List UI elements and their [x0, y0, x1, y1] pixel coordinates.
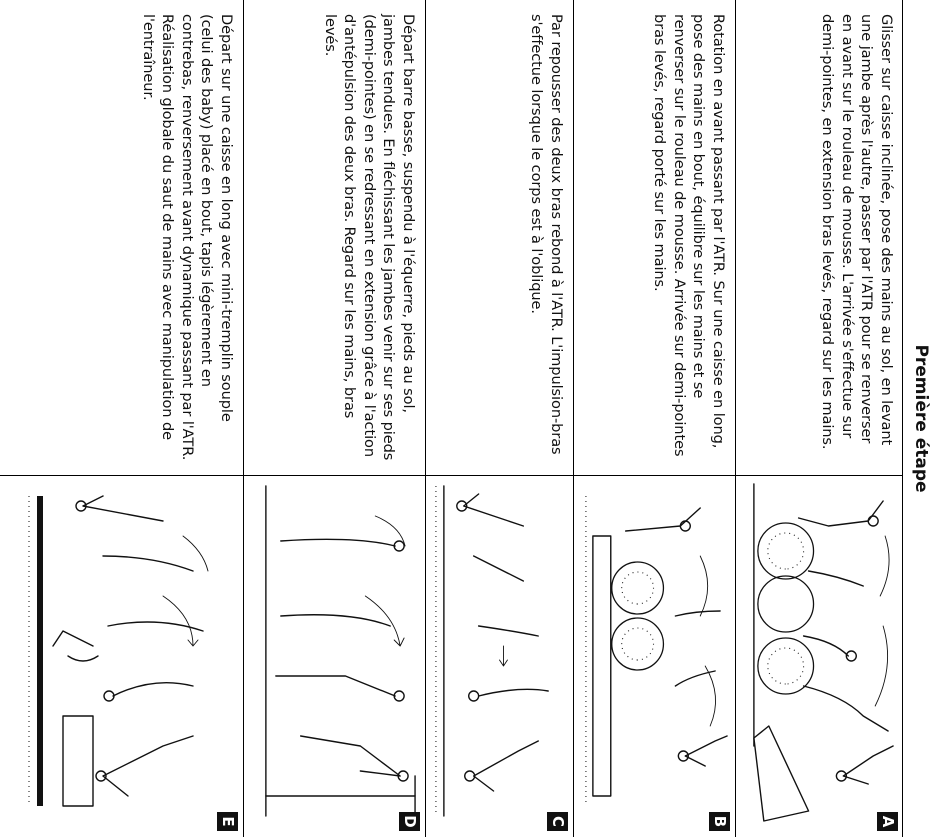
step-e-description: Départ sur une caisse en long avec mini-…: [0, 0, 243, 476]
step-b-label: B: [709, 812, 730, 831]
step-e-illustration: E: [0, 476, 243, 837]
step-d-label: D: [399, 812, 420, 831]
step-b-description: Rotation en avant passant par l'ATR. Sur…: [574, 0, 735, 476]
step-e-label: E: [217, 812, 238, 831]
steps-table: Glisser sur caisse inclinée, pose des ma…: [0, 0, 903, 837]
step-row-d: Départ barre basse, suspendu à l'équerre…: [243, 0, 425, 837]
step-b-drawing: [574, 476, 735, 837]
step-d-description: Départ barre basse, suspendu à l'équerre…: [244, 0, 425, 476]
step-a-illustration: A: [736, 476, 903, 837]
step-d-drawing: [244, 476, 425, 837]
step-a-drawing: [736, 476, 903, 837]
step-row-e: Départ sur une caisse en long avec mini-…: [0, 0, 243, 837]
page-title: Première étape: [902, 0, 935, 837]
step-e-drawing: [0, 476, 243, 837]
step-row-c: Par repousser des deux bras rebond à l'A…: [425, 0, 573, 837]
step-row-a: Glisser sur caisse inclinée, pose des ma…: [735, 0, 903, 837]
step-b-illustration: B: [574, 476, 735, 837]
step-d-illustration: D: [244, 476, 425, 837]
step-a-label: A: [877, 812, 898, 831]
step-c-illustration: C: [426, 476, 573, 837]
step-c-description: Par repousser des deux bras rebond à l'A…: [426, 0, 573, 476]
step-row-b: Rotation en avant passant par l'ATR. Sur…: [573, 0, 735, 837]
step-c-drawing: [426, 476, 573, 837]
step-a-description: Glisser sur caisse inclinée, pose des ma…: [736, 0, 903, 476]
step-c-label: C: [547, 812, 568, 831]
